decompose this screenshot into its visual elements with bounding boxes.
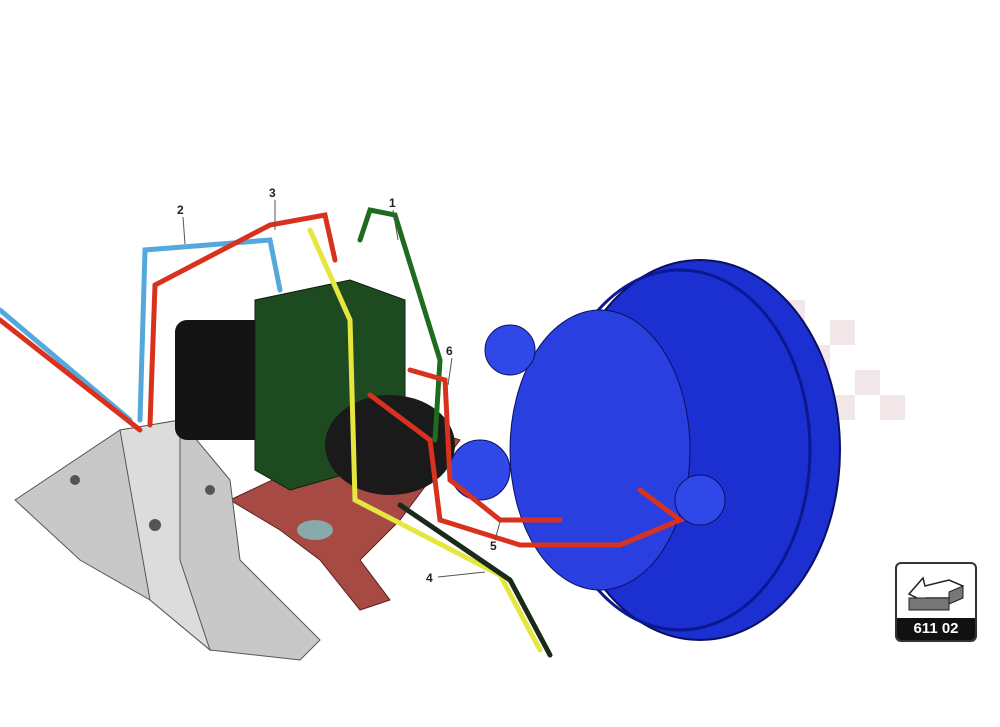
- callout-3: 3: [269, 186, 276, 200]
- callout-4: 4: [426, 571, 433, 585]
- pipe-4-yellow: [307, 227, 543, 653]
- pipe-2-blue: [137, 237, 283, 423]
- pipe-blue-left: [0, 307, 133, 423]
- arrow-icon: [907, 576, 965, 611]
- pipe-3-red: [147, 212, 338, 428]
- callout-5: 5: [490, 539, 497, 553]
- leader-lines: [182, 200, 501, 578]
- callout-1: 1: [389, 196, 396, 210]
- badge-code: 611 02: [897, 618, 975, 640]
- pipe-1-green: [357, 207, 443, 443]
- pipe-dark: [397, 502, 553, 658]
- abs-motor: [325, 395, 455, 495]
- callout-6: 6: [446, 344, 453, 358]
- pipe-red-left: [0, 317, 143, 433]
- pipe-5-red: [367, 392, 685, 548]
- callout-2: 2: [177, 203, 184, 217]
- section-badge: 611 02: [895, 562, 977, 642]
- watermark-checker: [780, 300, 905, 420]
- pipe-6-red: [407, 367, 563, 523]
